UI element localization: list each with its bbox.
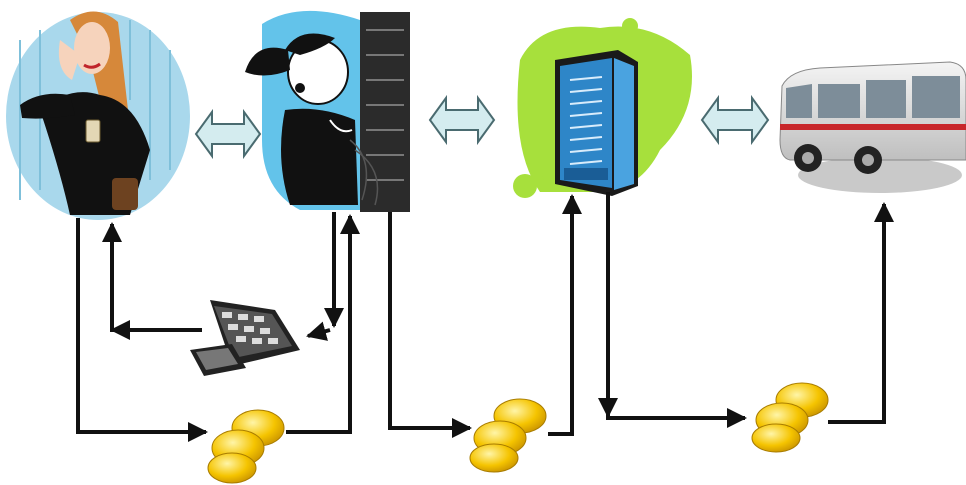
server-icon	[513, 18, 692, 198]
calculator-icon	[190, 300, 300, 376]
coins-2-icon	[469, 398, 547, 473]
flow-coins-2-to-server	[548, 194, 582, 436]
flow-server-to-coins-3	[606, 192, 747, 428]
flow-customer-to-coins-1	[76, 218, 208, 442]
flow-calculator-to-customer	[102, 222, 202, 332]
flow-operator-to-calculator-tip	[306, 321, 331, 341]
operator-icon	[245, 10, 410, 212]
bus-icon	[779, 61, 966, 193]
flow-coins-3-to-bus	[828, 202, 894, 424]
double-arrow-customer-operator	[194, 108, 262, 160]
double-arrow-server-bus	[700, 94, 770, 146]
customer-icon	[6, 11, 190, 220]
coins-3-icon	[751, 382, 829, 453]
double-arrow-operator-server	[428, 94, 496, 146]
coins-1-icon	[207, 409, 285, 484]
flow-coins-1-to-operator	[286, 214, 360, 434]
flow-operator-to-coins-2	[388, 212, 472, 438]
